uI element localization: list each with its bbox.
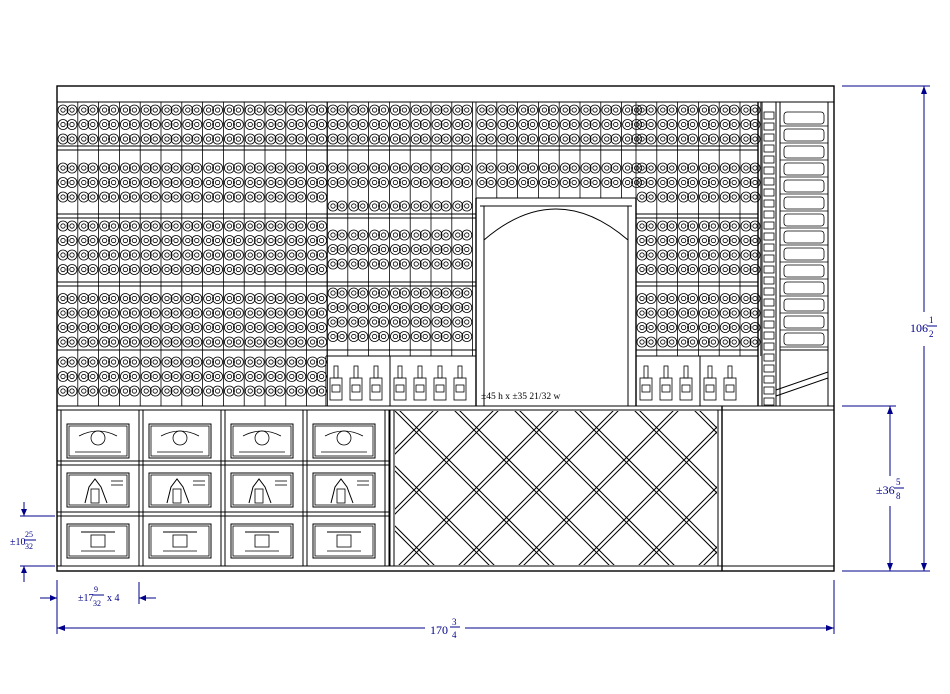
svg-text:2: 2 [929,329,934,339]
svg-text:9: 9 [94,585,98,594]
svg-text:4: 4 [452,630,457,640]
svg-text:170: 170 [430,623,448,637]
svg-text:25: 25 [25,530,33,539]
svg-text:1: 1 [929,315,934,325]
lower-height-label: ±36 5 8 [876,477,904,501]
svg-text:±17: ±17 [78,593,94,604]
case-width-label: ±17 9 32 x 4 [78,585,120,608]
opening-size-label: ±45 h x ±35 21/32 w [481,392,561,402]
dimension-labels: 170 3 4 106 1 2 ±36 5 8 ±10 25 32 ±17 9 … [10,315,937,640]
svg-text:32: 32 [93,599,101,608]
right-display-racks [757,102,829,406]
svg-text:32: 32 [25,542,33,551]
overall-height-label: 106 1 2 [910,315,937,339]
svg-text:5: 5 [896,477,901,487]
svg-text:±36: ±36 [876,483,895,497]
case-height-label: ±10 25 32 [10,530,36,551]
svg-text:106: 106 [910,321,928,335]
cabinet-frame [56,85,835,572]
diamond-bin [393,406,723,571]
bottle-rack-grid [56,102,762,406]
rack-dividers [57,145,758,357]
svg-text:x 4: x 4 [107,593,120,604]
wine-case-cubbies [56,410,391,566]
svg-text:3: 3 [452,617,457,627]
arched-opening [475,197,637,406]
svg-text:±10: ±10 [10,537,26,548]
overall-width-label: 170 3 4 [430,617,460,640]
standing-bottle-cubbies [325,356,737,406]
svg-text:8: 8 [896,491,901,501]
dimension-annotations [20,85,930,634]
